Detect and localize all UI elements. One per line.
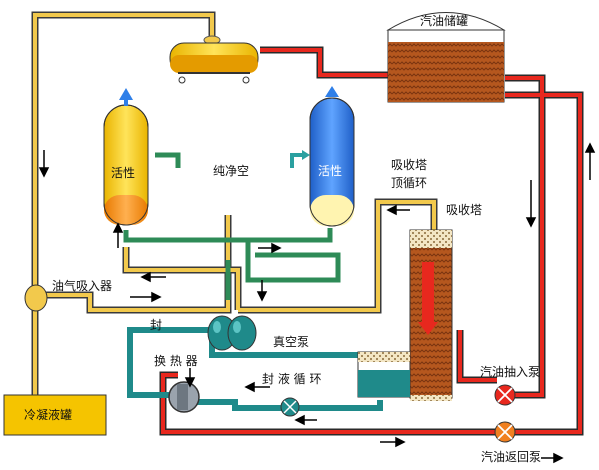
activated-right-label: 活性 [318,164,343,178]
gasoline-storage-tank [386,12,506,103]
activated-left-label: 活性 [111,166,136,180]
pure-air-label: 纯净空 [213,164,250,178]
top-vapor-tank [169,35,259,84]
arrow-icon [112,222,124,248]
seal-liquid-pump [280,397,300,417]
gasoline-return-pump-label: 汽油返回泵 [481,450,542,464]
condensate-tank [3,394,107,436]
arrow-icon [525,180,537,228]
arrow-icon [584,142,596,180]
activated-carbon-vessel-right [290,86,355,227]
absorber-top-cycle-label-1: 吸收塔 [391,158,428,172]
arrow-icon [258,242,282,254]
vacuum-pump-label: 真空泵 [273,335,310,349]
arrow-icon [256,280,268,302]
arrow-icon [244,381,270,393]
seal-label: 封 [150,318,163,332]
arrow-icon [184,368,196,388]
gasoline-return-pump [494,421,516,443]
arrow-icon [38,150,50,178]
arrow-icon [380,436,406,448]
separator-tank [357,351,411,398]
heat-exchanger [168,381,200,413]
vapor-intake-label: 油气吸入器 [52,279,113,293]
vacuum-pump [207,315,257,351]
absorber-tower [409,229,453,401]
gasoline-extract-pump [494,384,516,406]
arrow-icon [294,414,317,426]
flow-arrows [38,142,596,464]
vapor-intake-device [24,284,48,312]
green-lines [123,152,341,300]
condensate-tank-label: 冷凝液罐 [24,408,73,422]
arrow-icon [130,291,162,303]
seal-liquid-cycle-label: 封 液 循 环 [262,372,322,386]
heat-exchanger-label: 换 热 器 [154,354,198,368]
arrow-icon [541,452,564,464]
storage-tank-label: 汽油储罐 [420,14,469,28]
gasoline-extract-pump-label: 汽油抽入泵 [480,365,541,379]
arrow-icon [140,271,166,283]
arrow-icon [386,204,410,216]
teal-seal-lines [127,327,383,411]
absorber-top-cycle-label-2: 顶循环 [391,176,428,190]
activated-carbon-vessel-left [103,88,149,226]
red-gasoline-lines-fill [161,48,582,434]
absorber-label: 吸收塔 [446,203,483,217]
